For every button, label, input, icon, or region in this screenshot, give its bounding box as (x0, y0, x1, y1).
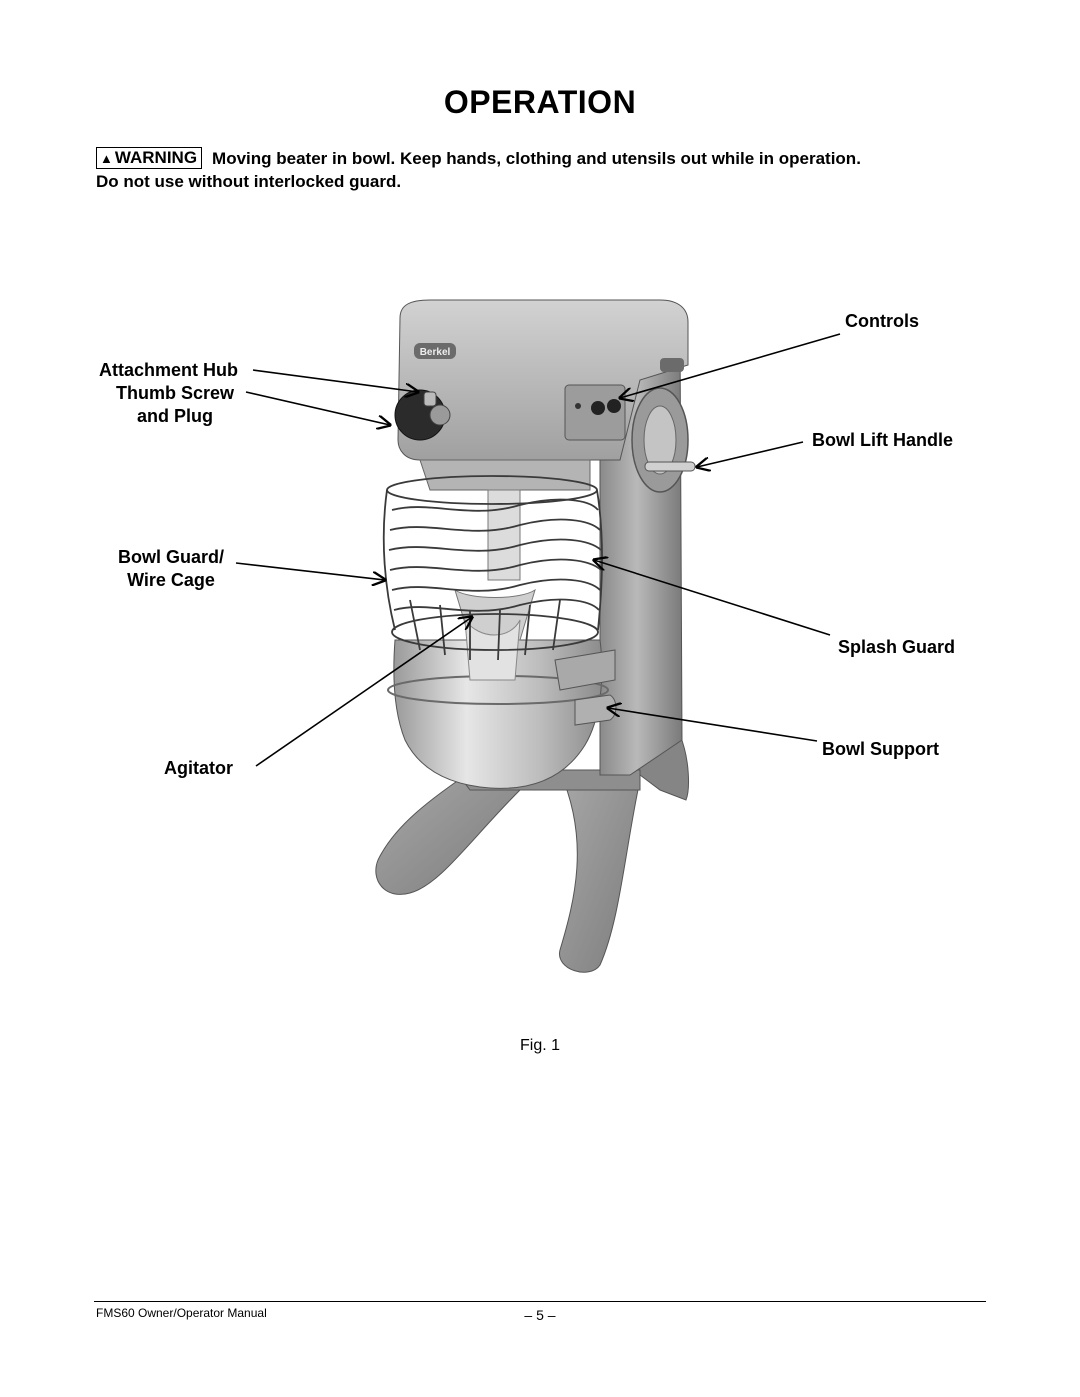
footer-page-number: – 5 – (524, 1307, 556, 1323)
label-controls: Controls (845, 311, 919, 331)
arrow-bowl-lift-handle (697, 441, 804, 467)
warning-text-line1: Moving beater in bowl. Keep hands, cloth… (212, 149, 861, 168)
callout-arrows (235, 333, 841, 767)
bowl-lift-mechanism (631, 387, 696, 493)
arrow-splash-guard (594, 560, 831, 636)
thumb-screw (423, 391, 437, 407)
footer-manual-title: FMS60 Owner/Operator Manual (96, 1306, 267, 1320)
arrow-attachment-hub (252, 369, 418, 392)
label-splash-guard: Splash Guard (838, 637, 956, 657)
warning-text-line2: Do not use without interlocked guard. (96, 172, 402, 191)
page-title: OPERATION (443, 84, 637, 120)
brand-logo-badge-side (660, 358, 684, 372)
label-bowl-lift-handle: Bowl Lift Handle (812, 430, 953, 450)
arrow-agitator (255, 617, 472, 767)
label-agitator: Agitator (164, 758, 233, 778)
warning-triangle-icon: ▲ (100, 151, 113, 166)
mixer-bowl (387, 639, 616, 789)
footer-divider (94, 1301, 986, 1302)
arrow-controls (620, 333, 841, 398)
figure-caption: Fig. 1 (519, 1037, 560, 1054)
arrow-thumb-screw (245, 391, 390, 425)
bowl-handle (554, 649, 616, 691)
arrow-bowl-guard (235, 562, 385, 580)
brand-logo-badge (414, 343, 456, 359)
warning-badge: ▲WARNING (96, 147, 203, 169)
bowl-support (574, 694, 617, 726)
brand-logo-text: Berkel (420, 347, 451, 358)
label-bowl-guard-line2: Wire Cage (127, 570, 215, 590)
label-thumb-screw-line1: Thumb Screw (115, 383, 235, 403)
warning-statement: ▲WARNING Moving beater in bowl. Keep hand… (96, 147, 996, 171)
label-attachment-hub: Attachment Hub (99, 360, 238, 380)
warning-badge-label: WARNING (114, 148, 198, 167)
label-bowl-support: Bowl Support (822, 739, 939, 759)
wire-cage (382, 475, 603, 661)
bowl-lift-handle (644, 461, 696, 472)
control-knob-2 (607, 399, 621, 413)
arrow-bowl-support (608, 708, 818, 742)
label-thumb-screw-line2: and Plug (137, 406, 213, 426)
mixer-head: Berkel (394, 299, 689, 491)
control-knob-1 (591, 401, 605, 415)
label-bowl-guard-line1: Bowl Guard/ (117, 547, 224, 567)
